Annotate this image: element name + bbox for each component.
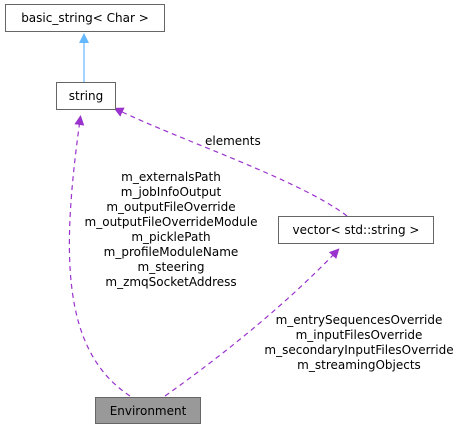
- member-label: m_streamingObjects: [297, 358, 421, 372]
- node-vector-string[interactable]: vector< std::string >: [278, 216, 434, 244]
- environment-string-edge: [68, 115, 131, 397]
- member-label: m_zmqSocketAddress: [105, 275, 237, 289]
- node-basic-string[interactable]: basic_string< Char >: [5, 4, 165, 32]
- member-label: m_jobInfoOutput: [120, 185, 222, 199]
- node-environment[interactable]: Environment: [95, 397, 201, 424]
- elements-label: elements: [205, 134, 261, 148]
- member-label: m_externalsPath: [121, 170, 221, 184]
- member-label: m_profileModuleName: [103, 245, 239, 259]
- string-members-label: m_externalsPath m_jobInfoOutput m_output…: [71, 170, 271, 290]
- member-label: m_secondaryInputFilesOverride: [264, 343, 454, 357]
- node-string[interactable]: string: [56, 82, 116, 110]
- member-label: m_outputFileOverrideModule: [84, 215, 258, 229]
- member-label: m_picklePath: [131, 230, 211, 244]
- member-label: m_entrySequencesOverride: [275, 313, 443, 327]
- member-label: m_inputFilesOverride: [295, 328, 423, 342]
- member-label: m_steering: [137, 260, 205, 274]
- vector-members-label: m_entrySequencesOverride m_inputFilesOve…: [254, 313, 464, 373]
- environment-vector-edge: [164, 248, 340, 397]
- member-label: m_outputFileOverride: [106, 200, 236, 214]
